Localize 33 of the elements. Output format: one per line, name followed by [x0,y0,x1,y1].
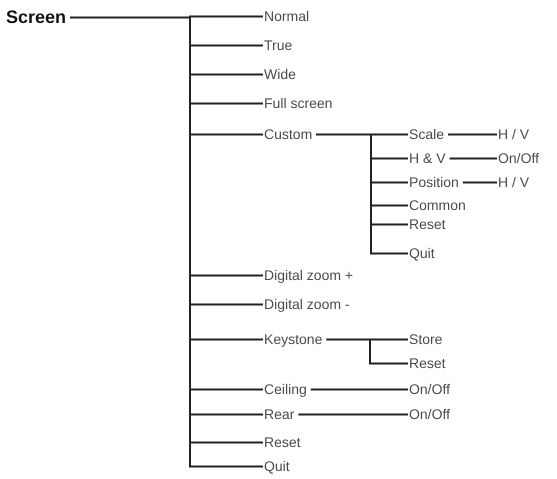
menu-item-label: Reset [409,216,446,232]
menu-item-label: Quit [264,458,290,474]
menu-item-label: True [264,37,292,53]
menu-item-label: Full screen [264,95,332,111]
menu-item-label: Reset [409,355,446,371]
menu-item-label: Custom [264,126,312,142]
menu-item-label: Reset [264,434,301,450]
menu-item-label: H / V [498,174,530,190]
connector-line [326,338,408,364]
connector-line [448,134,497,136]
menu-item-label: Scale [409,126,444,142]
menu-item-label: Normal [264,8,310,24]
menu-title: Screen [6,7,66,27]
menu-item-label: On/Off [409,381,450,397]
connector-line [316,134,408,254]
menu-item-label: Rear [264,406,294,422]
menu-item-label: Common [409,197,466,213]
menu-item-label: H / V [498,126,530,142]
menu-item-label: Ceiling [264,381,307,397]
connector-line [450,158,497,160]
menu-item-label: Digital zoom + [264,267,354,283]
menu-item-label: Wide [264,66,296,82]
menu-item-label: Keystone [264,331,322,347]
menu-item-label: H & V [409,150,446,166]
menu-item-label: Digital zoom - [264,296,350,312]
connector-line [310,388,408,390]
connector-line [298,414,408,416]
menu-item-label: Quit [409,245,435,261]
menu-item-label: On/Off [409,406,450,422]
menu-item-label: On/Off [498,150,539,166]
connector-line [462,182,497,184]
menu-item-label: Position [409,174,459,190]
menu-item-label: Store [409,331,442,347]
